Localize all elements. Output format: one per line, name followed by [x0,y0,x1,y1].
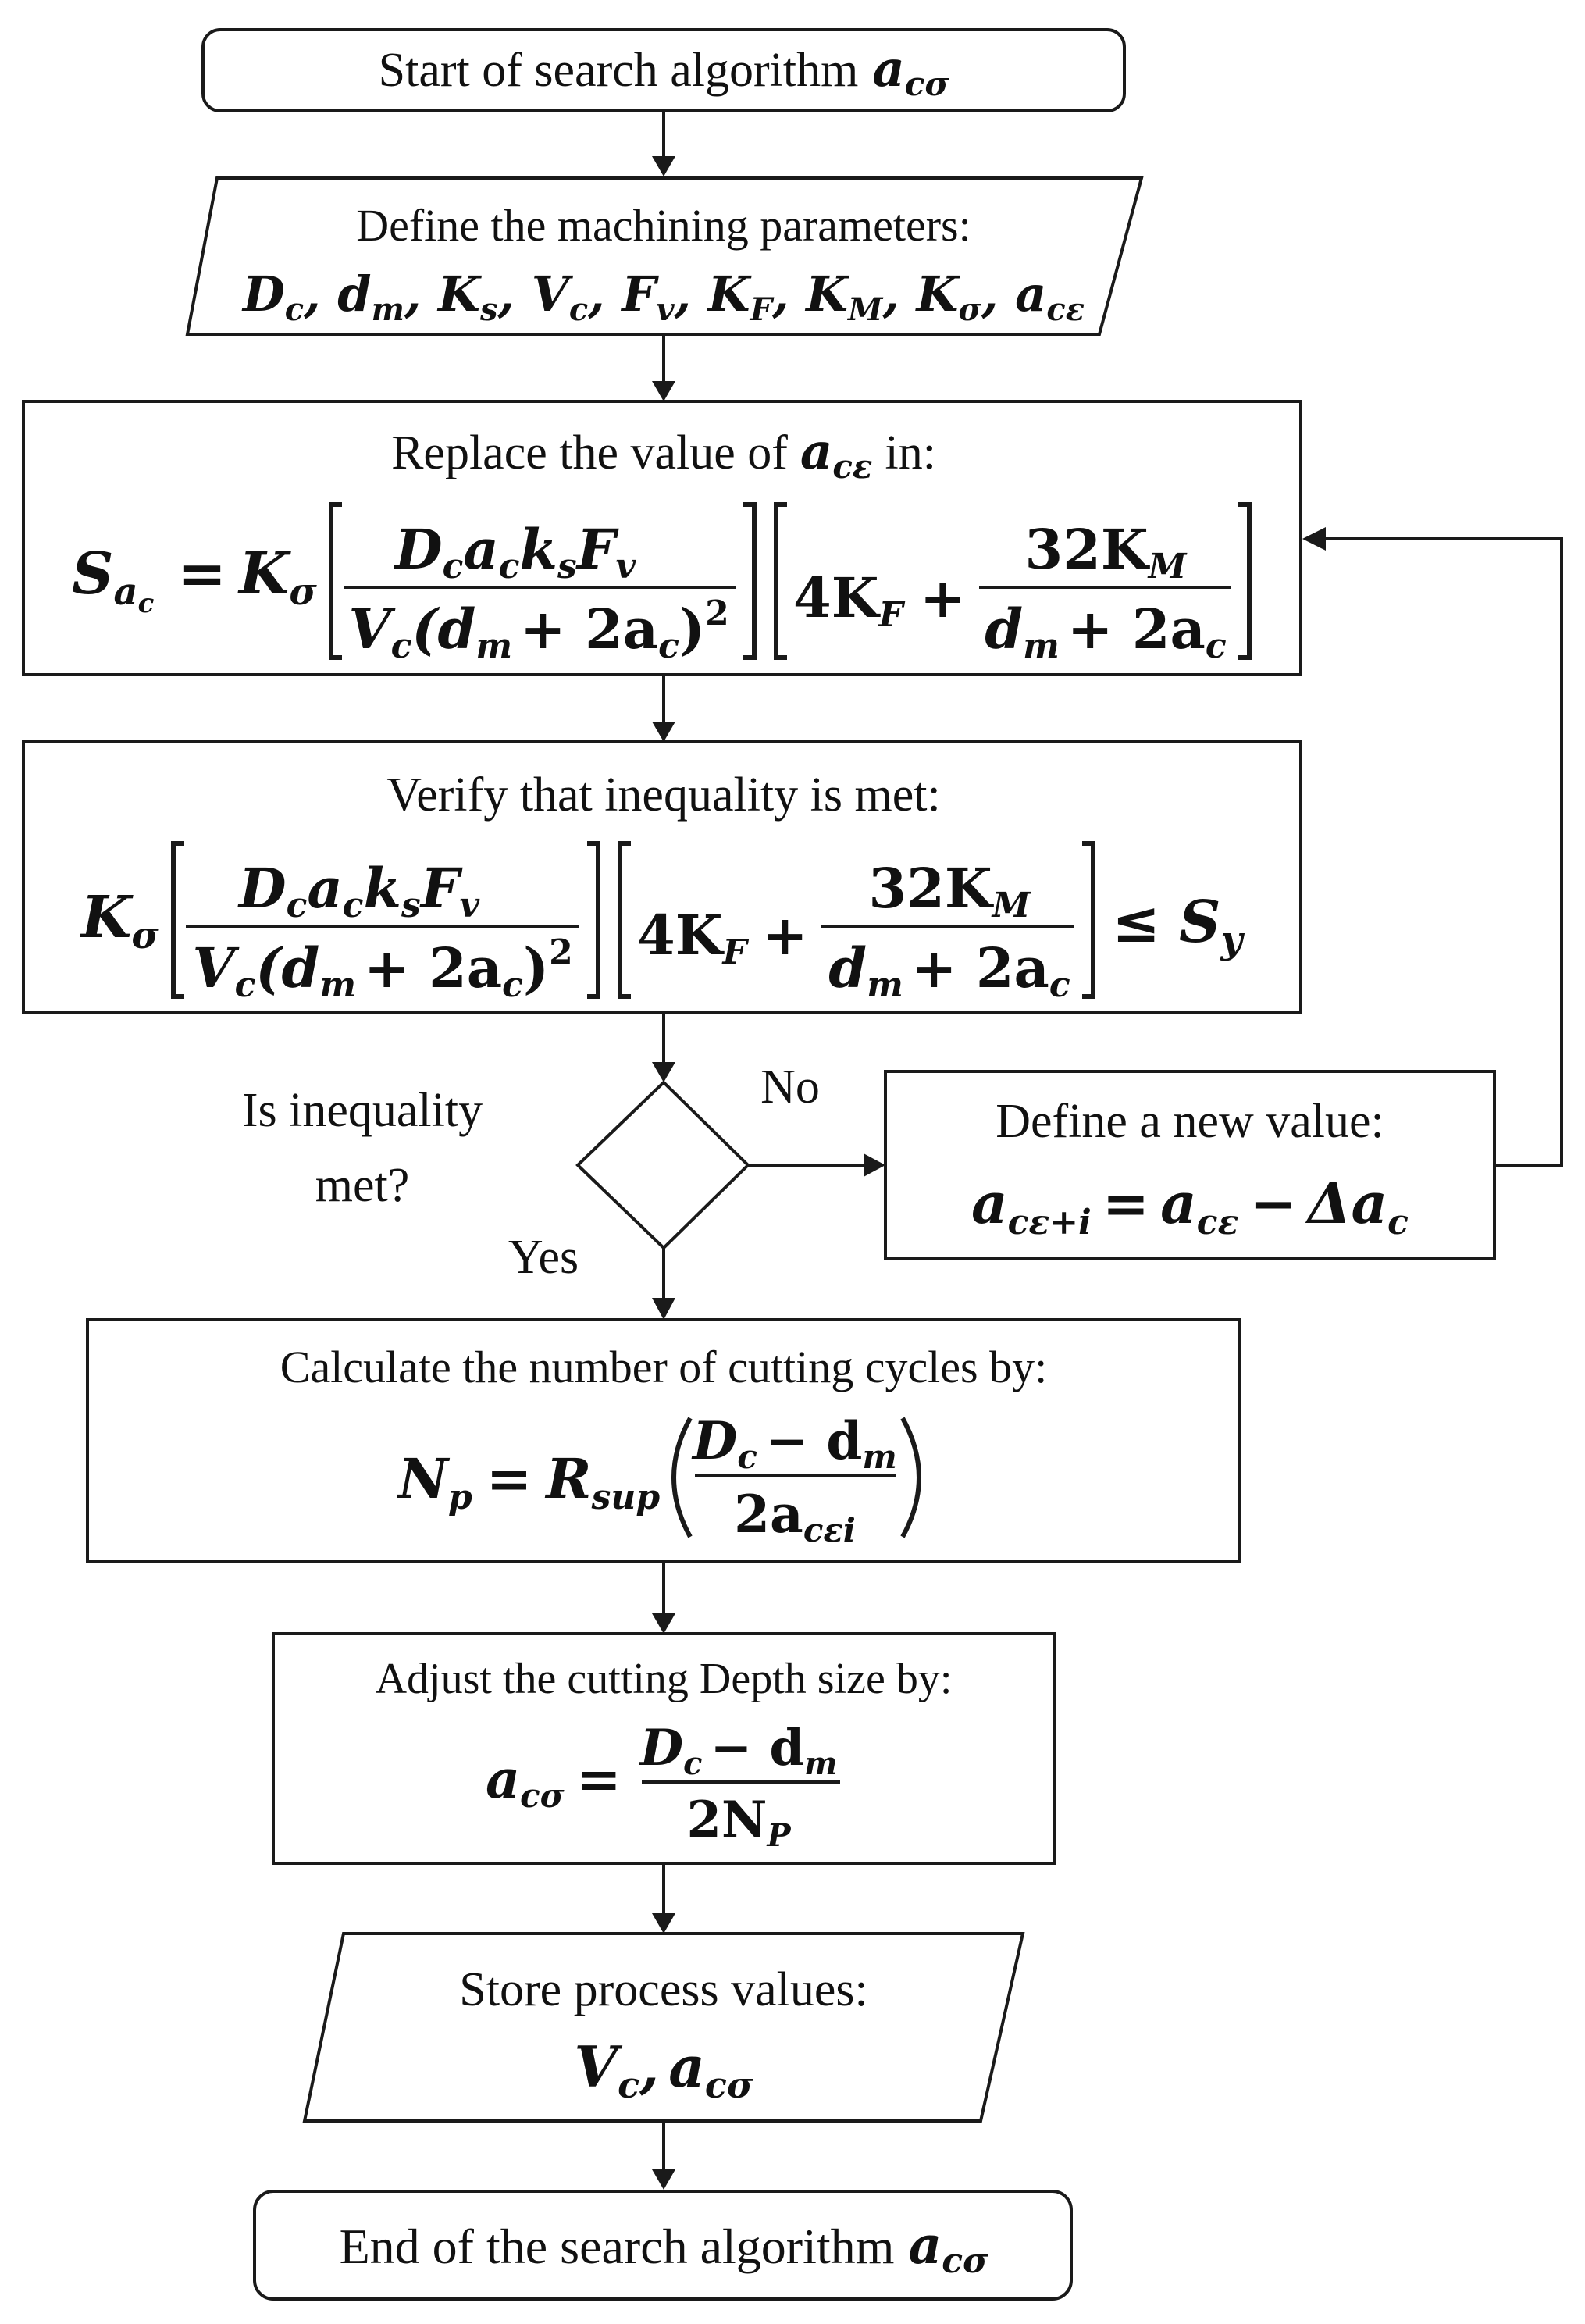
verify-formula: Kσ DcacksFv Vc(dm+ 2ac)2 4KF + 32KM dm+ … [80,841,1245,1005]
cycles-formula: Np=Rsup Dc− dm 2acεi [397,1410,921,1549]
svg-text:+: + [920,565,966,630]
arrowhead [652,722,675,742]
store-title: Store process values: [459,1963,867,2016]
define-params-title: Define the machining parameters: [356,200,971,251]
svg-text:+: + [762,903,808,968]
svg-text:Sy: Sy [1179,889,1245,962]
svg-text:Sac: Sac [72,540,155,619]
svg-text:Vc(dm+ 2ac)2: Vc(dm+ 2ac)2 [348,593,728,666]
decision-question-line2: met? [315,1159,410,1212]
adjust-process [272,1632,1056,1865]
replace-process [22,400,1302,676]
arrowhead [652,1613,675,1634]
adjust-formula: acσ= Dc− dm 2NP [486,1719,840,1854]
arrowhead [652,156,675,176]
arrowhead [652,1913,675,1934]
svg-text:≤: ≤ [1112,889,1160,956]
define-params-io [185,176,1144,336]
new-value-process [884,1070,1496,1260]
define-params-list: Dc, dm, Ks, Vc, Fv, KF, KM, Kσ, acε [241,266,1085,328]
svg-text:acσ=: acσ= [486,1748,622,1815]
svg-text:DcacksFv: DcacksFv [237,856,480,925]
verify-title: Verify that inequality is met: [386,768,940,822]
svg-text:32KM: 32KM [869,856,1031,925]
adjust-title: Adjust the cutting Depth size by: [376,1655,953,1703]
arrowhead [652,2169,675,2190]
arrowhead [864,1153,885,1177]
decision-question-line1: Is inequality [242,1084,483,1137]
arrowhead [1302,527,1326,551]
svg-text:Np=Rsup: Np=Rsup [397,1446,660,1517]
svg-text:4KF: 4KF [793,565,906,635]
new-value-title: Define a new value: [996,1095,1384,1148]
cycles-title: Calculate the number of cutting cycles b… [280,1342,1047,1392]
svg-text:32KM: 32KM [1025,517,1188,586]
svg-text:Vc(dm+ 2ac)2: Vc(dm+ 2ac)2 [192,932,572,1005]
svg-text:Dc− dm: Dc− dm [639,1719,838,1782]
arrowhead [652,1062,675,1082]
svg-text:4KF: 4KF [637,903,750,972]
store-values: Vc,acσ [574,2034,753,2106]
arrowhead [652,381,675,401]
arrow-loop-back [1324,537,1563,1167]
decision-diamond [575,1080,750,1250]
svg-text:2NP: 2NP [686,1791,792,1854]
decision-no-label: No [760,1060,820,1114]
cycles-process [86,1318,1241,1563]
svg-text:dm+ 2ac: dm+ 2ac [985,597,1227,666]
svg-text:Dc− dm: Dc− dm [691,1410,897,1476]
arrowhead [652,1298,675,1320]
svg-text:Kσ: Kσ [80,884,159,957]
verify-process [22,740,1302,1014]
svg-text:dm+ 2ac: dm+ 2ac [828,936,1070,1005]
svg-text:Kσ: Kσ [237,540,317,614]
svg-text:=: = [178,540,226,608]
replace-formula: Sac = Kσ DcacksFv Vc(dm+ 2ac)2 4KF + 32K… [72,502,1252,666]
svg-text:DcacksFv: DcacksFv [394,517,636,586]
new-value-formula: acε+i=acε−Δac [971,1170,1409,1242]
svg-text:2acεi: 2acεi [734,1484,856,1549]
end-terminator [253,2190,1073,2301]
decision-yes-label: Yes [508,1231,579,1284]
store-io [302,1932,1025,2123]
